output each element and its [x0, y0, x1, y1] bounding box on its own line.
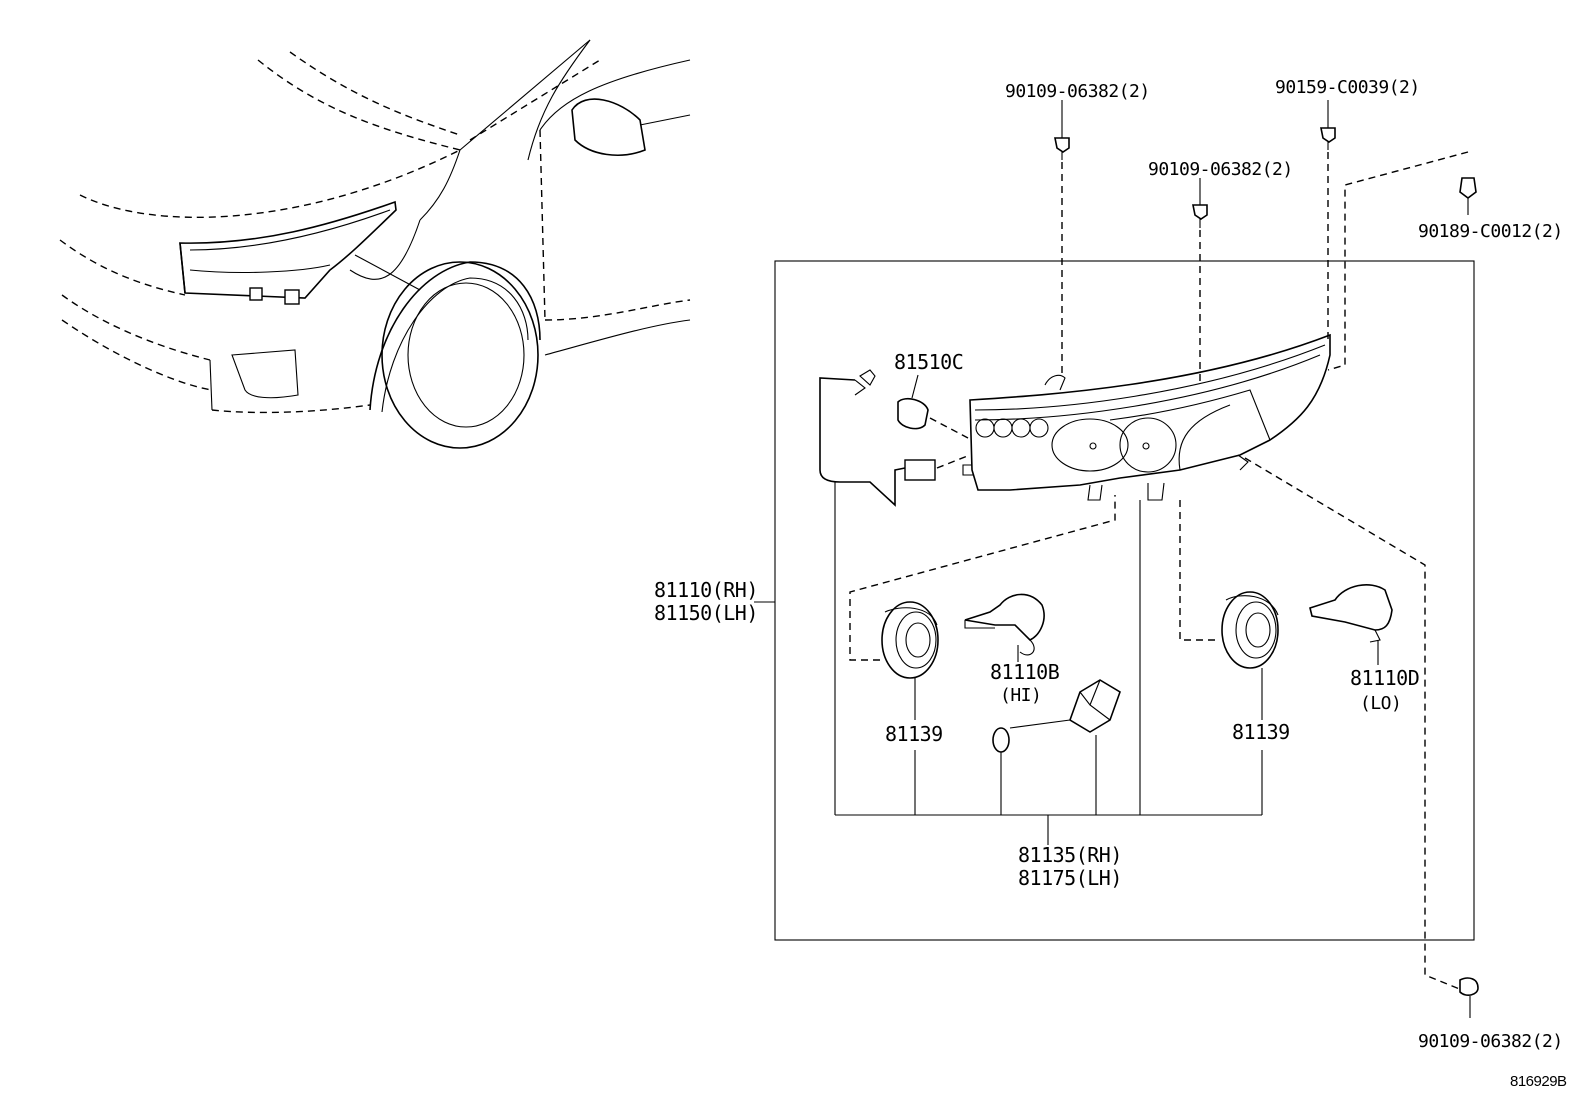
label-screw-bottom: 90109-06382(2) — [1418, 1031, 1563, 1052]
label-bulb-side: 81510C — [894, 350, 964, 374]
cover-right-part — [1179, 500, 1279, 815]
label-cover-right: 81139 — [1232, 720, 1290, 744]
assembly-box — [774, 260, 1475, 941]
label-screw-top-left: 90109-06382(2) — [1005, 81, 1150, 102]
label-assy-lh: 81150(LH) — [654, 601, 758, 625]
label-screw-mid: 90109-06382(2) — [1148, 159, 1293, 180]
lo-bulb-part — [1309, 584, 1393, 665]
screw-bottom-part — [1459, 977, 1479, 1018]
label-unit-lh: 81175(LH) — [1018, 866, 1122, 890]
clip-right-part — [1327, 151, 1477, 371]
label-bulb-lo: 81110D — [1350, 666, 1420, 690]
label-bulb-hi-sub: (HI) — [1000, 685, 1042, 706]
unit-bracket — [835, 814, 1262, 845]
label-unit-rh: 81135(RH) — [1018, 843, 1122, 867]
screw-top-left-part — [1054, 100, 1070, 375]
diagram-code: 816929B — [1510, 1073, 1567, 1090]
car-front-illustration — [59, 39, 691, 449]
cover-left-part — [849, 495, 1116, 815]
headlamp-housing — [962, 333, 1331, 501]
wiring-harness — [819, 369, 971, 507]
label-screw-top-right: 90159-C0039(2) — [1275, 77, 1420, 98]
label-bulb-hi: 81110B — [990, 660, 1060, 684]
leveling-actuator-part — [992, 679, 1121, 815]
screw-mid-part — [1192, 178, 1208, 385]
hi-bulb-part — [964, 593, 1045, 662]
screw-top-right-part — [1320, 100, 1336, 340]
label-bulb-lo-sub: (LO) — [1360, 693, 1402, 714]
side-marker-bulb — [897, 374, 969, 439]
label-cover-left: 81139 — [885, 722, 943, 746]
label-assy-rh: 81110(RH) — [654, 578, 758, 602]
label-clip-right: 90189-C0012(2) — [1418, 221, 1563, 242]
